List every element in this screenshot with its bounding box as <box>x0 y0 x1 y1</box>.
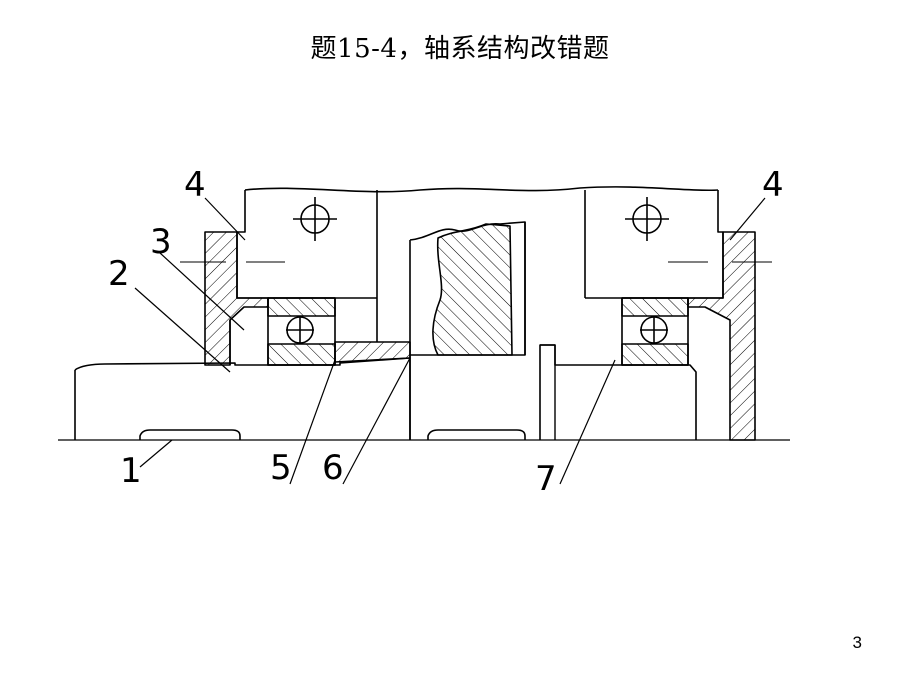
label-7: 7 <box>535 459 557 499</box>
keyway-left <box>139 429 241 440</box>
left-bearing-cap <box>204 231 269 366</box>
housing-left <box>236 190 268 299</box>
label-1: 1 <box>120 451 142 491</box>
leader-5 <box>289 359 336 485</box>
label-3: 3 <box>150 222 172 262</box>
leader-4-left <box>204 197 246 241</box>
leader-1 <box>139 439 173 468</box>
leader-6 <box>342 357 411 485</box>
page-number: 3 <box>852 633 862 652</box>
housing-break-line <box>244 186 719 193</box>
label-6: 6 <box>322 448 344 488</box>
leader-4-right <box>729 197 766 241</box>
shaft-collar <box>540 344 556 440</box>
leader-3 <box>159 252 245 331</box>
label-4-left: 4 <box>184 165 206 205</box>
left-bearing-race-bottom <box>267 343 336 366</box>
slide-title: 题15-4，轴系结构改错题 <box>310 34 610 64</box>
leader-2 <box>134 287 231 373</box>
label-2: 2 <box>108 254 130 294</box>
right-bearing-cap <box>687 231 756 441</box>
spacer-sleeve <box>334 341 411 363</box>
keyway-right <box>427 429 526 440</box>
right-bearing-race-top <box>621 297 689 317</box>
right-bearing-race-bottom <box>621 343 689 366</box>
label-5: 5 <box>270 448 292 488</box>
leader-7 <box>559 359 616 485</box>
housing-right <box>688 190 724 299</box>
gear-hatched <box>432 223 513 356</box>
label-4-right: 4 <box>762 165 784 205</box>
gear-outline <box>409 221 526 358</box>
left-bearing-race-top <box>267 297 336 317</box>
